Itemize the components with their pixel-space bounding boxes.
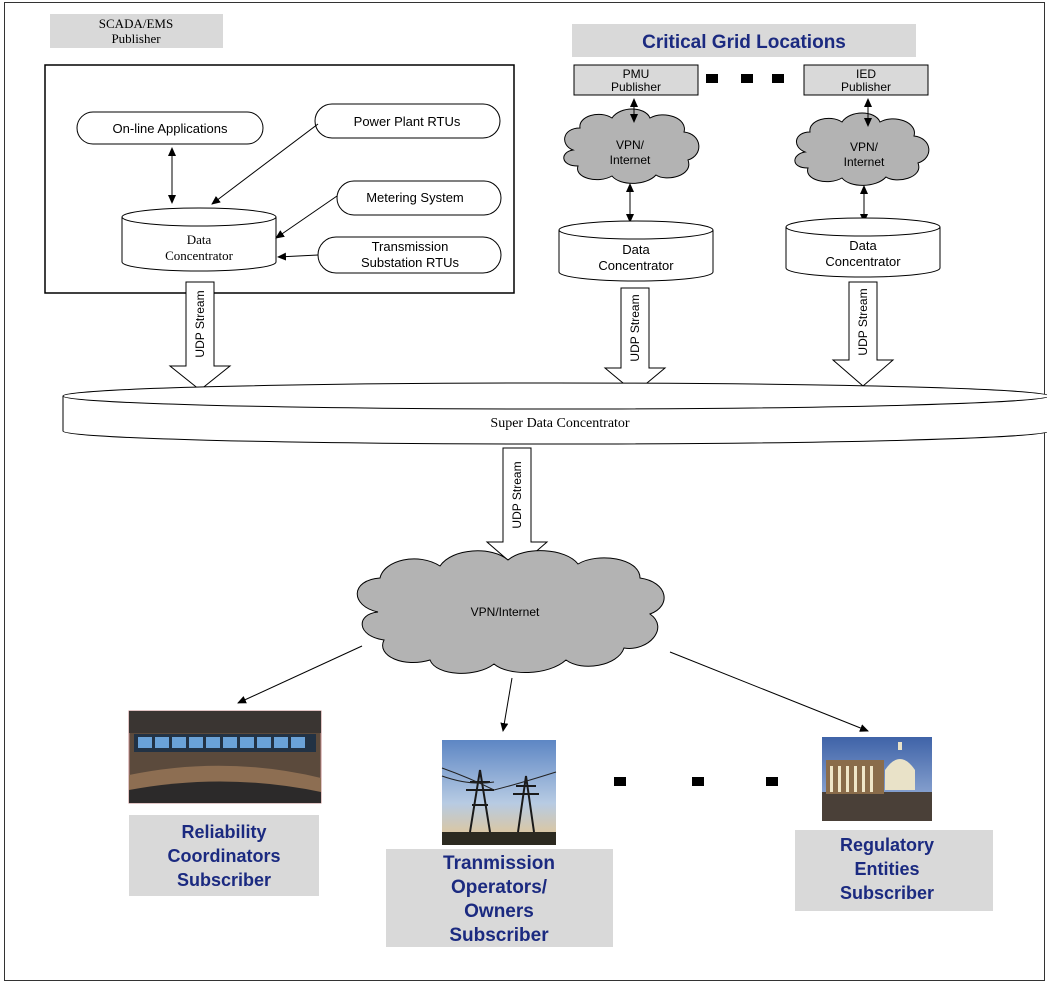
super-data-concentrator: Super Data Concentrator — [62, 382, 1047, 445]
ied-label-line2: Publisher — [841, 80, 891, 94]
capitol-building-photo — [822, 737, 932, 821]
cloud-to-transmission-arrow — [500, 677, 513, 732]
udp-stream-arrow-pmu: UDP Stream — [603, 287, 667, 394]
transmission-rtus-to-dc-arrow — [277, 252, 319, 261]
scada-dc-label-line1: Data — [187, 232, 212, 247]
critical-grid-title-text: Critical Grid Locations — [642, 32, 846, 53]
pmu-data-concentrator: Data Concentrator — [558, 220, 714, 282]
ied-dc-label-line2: Concentrator — [825, 254, 901, 269]
udp-stream-label-super: UDP Stream — [510, 461, 524, 528]
scada-ems-publisher-label: SCADA/EMS Publisher — [50, 14, 223, 48]
ied-vpn-label-line1: VPN/ — [850, 140, 879, 154]
vpn-internet-label: VPN/Internet — [471, 605, 540, 619]
udp-stream-label-pmu: UDP Stream — [628, 294, 642, 361]
super-dc-label: Super Data Concentrator — [490, 416, 630, 431]
udp-stream-arrow-super: UDP Stream — [485, 447, 549, 569]
transmission-rtus-label-line2: Substation RTUs — [361, 255, 460, 270]
pmu-vpn-label-line1: VPN/ — [616, 138, 645, 152]
control-room-photo — [128, 710, 322, 804]
metering-system-node: Metering System — [336, 180, 502, 216]
power-plant-rtus-label: Power Plant RTUs — [354, 114, 461, 129]
reliability-line1: Reliability — [181, 822, 266, 842]
ellipsis-dots-bottom — [614, 777, 778, 786]
vpn-internet-cloud: VPN/Internet — [356, 550, 665, 674]
udp-stream-arrow-ied: UDP Stream — [831, 281, 895, 387]
metering-to-dc-arrow — [275, 195, 338, 239]
regulatory-entities-subscriber: Regulatory Entities Subscriber — [795, 830, 993, 911]
vpn-cloud-ied: VPN/ Internet — [794, 112, 930, 186]
vpn-cloud-pmu: VPN/ Internet — [563, 108, 700, 184]
online-applications-label: On-line Applications — [113, 121, 228, 136]
power-plant-to-dc-arrow — [211, 123, 319, 205]
pmu-dc-label-line1: Data — [622, 242, 650, 257]
ied-label-line1: IED — [856, 67, 876, 81]
ied-dc-label-line1: Data — [849, 238, 877, 253]
ied-publisher-box: IED Publisher — [803, 64, 929, 96]
regulatory-line3: Subscriber — [840, 883, 934, 903]
transmission-line4: Subscriber — [449, 925, 549, 946]
transmission-rtus-label-line1: Transmission — [372, 239, 449, 254]
critical-grid-locations-title: Critical Grid Locations — [572, 24, 916, 57]
publisher-label-line1: SCADA/EMS — [99, 16, 173, 31]
reliability-line3: Subscriber — [177, 870, 271, 890]
transmission-towers-photo — [441, 740, 557, 845]
online-applications-node: On-line Applications — [76, 111, 264, 145]
regulatory-line1: Regulatory — [840, 835, 934, 855]
transmission-substation-rtus-node: Transmission Substation RTUs — [317, 236, 502, 274]
transmission-operators-subscriber: Tranmission Operators/ Owners Subscriber — [386, 849, 613, 947]
cloud-to-reliability-arrow — [237, 645, 363, 704]
reliability-line2: Coordinators — [167, 846, 280, 866]
pmu-label-line2: Publisher — [611, 80, 661, 94]
cloud-to-regulatory-arrow — [669, 651, 869, 732]
metering-system-label: Metering System — [366, 190, 464, 205]
pmu-label-line1: PMU — [623, 67, 650, 81]
transmission-line3: Owners — [464, 901, 534, 922]
page-border — [4, 2, 1045, 981]
ellipsis-dots-top — [706, 74, 784, 83]
power-plant-rtus-node: Power Plant RTUs — [314, 103, 501, 139]
transmission-line1: Tranmission — [443, 853, 555, 874]
ied-data-concentrator: Data Concentrator — [785, 217, 941, 278]
regulatory-line2: Entities — [854, 859, 919, 879]
reliability-coordinators-subscriber: Reliability Coordinators Subscriber — [129, 815, 319, 896]
pmu-vpn-label-line2: Internet — [610, 153, 651, 167]
pmu-publisher-box: PMU Publisher — [573, 64, 699, 96]
ied-vpn-label-line2: Internet — [844, 155, 885, 169]
pmu-dc-label-line2: Concentrator — [598, 258, 674, 273]
udp-stream-arrow-scada: UDP Stream — [168, 281, 232, 391]
udp-stream-label-scada: UDP Stream — [193, 290, 207, 357]
udp-stream-label-ied: UDP Stream — [856, 288, 870, 355]
publisher-label-line2: Publisher — [111, 31, 161, 46]
scada-dc-label-line2: Concentrator — [165, 248, 234, 263]
scada-data-concentrator: Data Concentrator — [121, 207, 277, 272]
transmission-line2: Operators/ — [451, 877, 548, 898]
